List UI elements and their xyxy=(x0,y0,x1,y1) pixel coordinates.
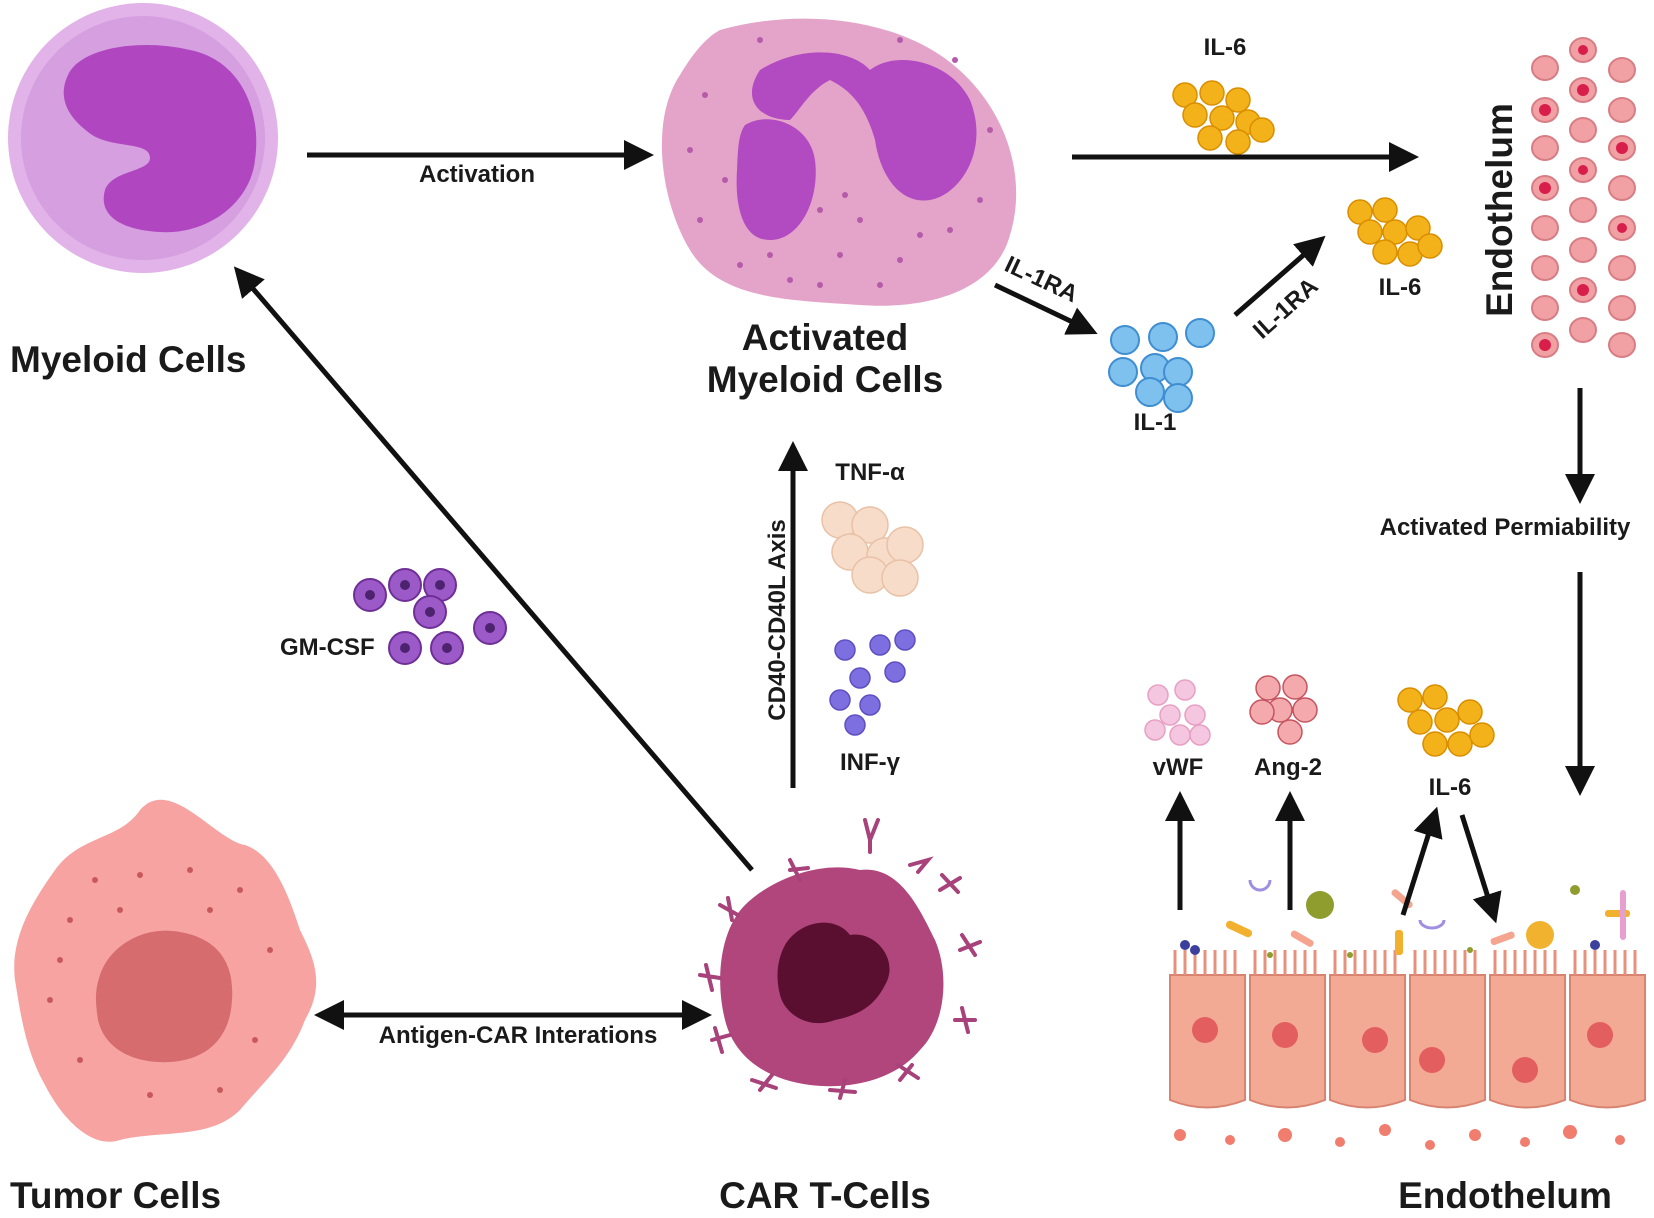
arrow-il6-up xyxy=(1400,806,1443,916)
il1-cells xyxy=(1108,318,1215,413)
arrow-car-to-myeloid xyxy=(233,266,754,872)
label-antigen-car: Antigen-CAR Interations xyxy=(379,1022,658,1049)
label-vwf: vWF xyxy=(1153,754,1204,781)
arrow-il1ra-up xyxy=(1233,235,1326,317)
car-t-cell-illustration xyxy=(698,818,982,1100)
label-il1ra-2: IL-1RA xyxy=(1248,273,1324,345)
label-inf: INF-γ xyxy=(840,749,901,776)
label-activated-line2: Myeloid Cells xyxy=(707,359,943,400)
myeloid-cell-illustration xyxy=(8,3,278,273)
label-il1ra-1: IL-1RA xyxy=(1000,251,1082,308)
label-il6-top: IL-6 xyxy=(1204,34,1247,61)
il6-cells-top xyxy=(1172,80,1275,155)
arrow-il6-down xyxy=(1459,814,1502,924)
myeloid-nucleus xyxy=(63,44,257,233)
label-activation: Activation xyxy=(419,161,535,188)
label-gm-csf: GM-CSF xyxy=(280,634,375,661)
arrows xyxy=(233,140,1595,1030)
label-il6-bottom: IL-6 xyxy=(1429,774,1472,801)
label-endothelum-bottom: Endothelum xyxy=(1398,1175,1612,1216)
vwf-cells xyxy=(1144,679,1211,746)
endothelium-column xyxy=(1531,37,1636,358)
inf-gamma-cells xyxy=(829,629,916,736)
endothelium-layer xyxy=(1169,879,1646,1150)
label-il6-mid: IL-6 xyxy=(1379,274,1422,301)
label-cd40-axis: CD40-CD40L Axis xyxy=(764,519,791,720)
il6-cells-bottom xyxy=(1397,684,1495,757)
ang2-cells xyxy=(1249,674,1318,745)
gm-csf-cells xyxy=(353,568,507,665)
label-car-t-cells: CAR T-Cells xyxy=(719,1175,931,1216)
activated-myeloid-cell-illustration xyxy=(661,18,1017,306)
label-activated-permeability: Activated Permiability xyxy=(1380,514,1631,541)
label-tnf: TNF-α xyxy=(835,459,905,486)
label-myeloid-cells: Myeloid Cells xyxy=(10,339,246,380)
tumor-cell-illustration xyxy=(14,799,317,1142)
label-tumor-cells: Tumor Cells xyxy=(10,1175,221,1216)
label-ang2: Ang-2 xyxy=(1254,754,1322,781)
label-activated-line1: Activated xyxy=(742,317,909,358)
tnf-alpha-cells xyxy=(821,501,924,597)
label-il1: IL-1 xyxy=(1134,409,1177,436)
bacteria-debris xyxy=(1180,879,1630,958)
arrow-il1ra-down xyxy=(993,282,1098,335)
il6-cells-mid xyxy=(1347,197,1443,267)
label-endothelum-side: Endothelum xyxy=(1479,103,1520,317)
